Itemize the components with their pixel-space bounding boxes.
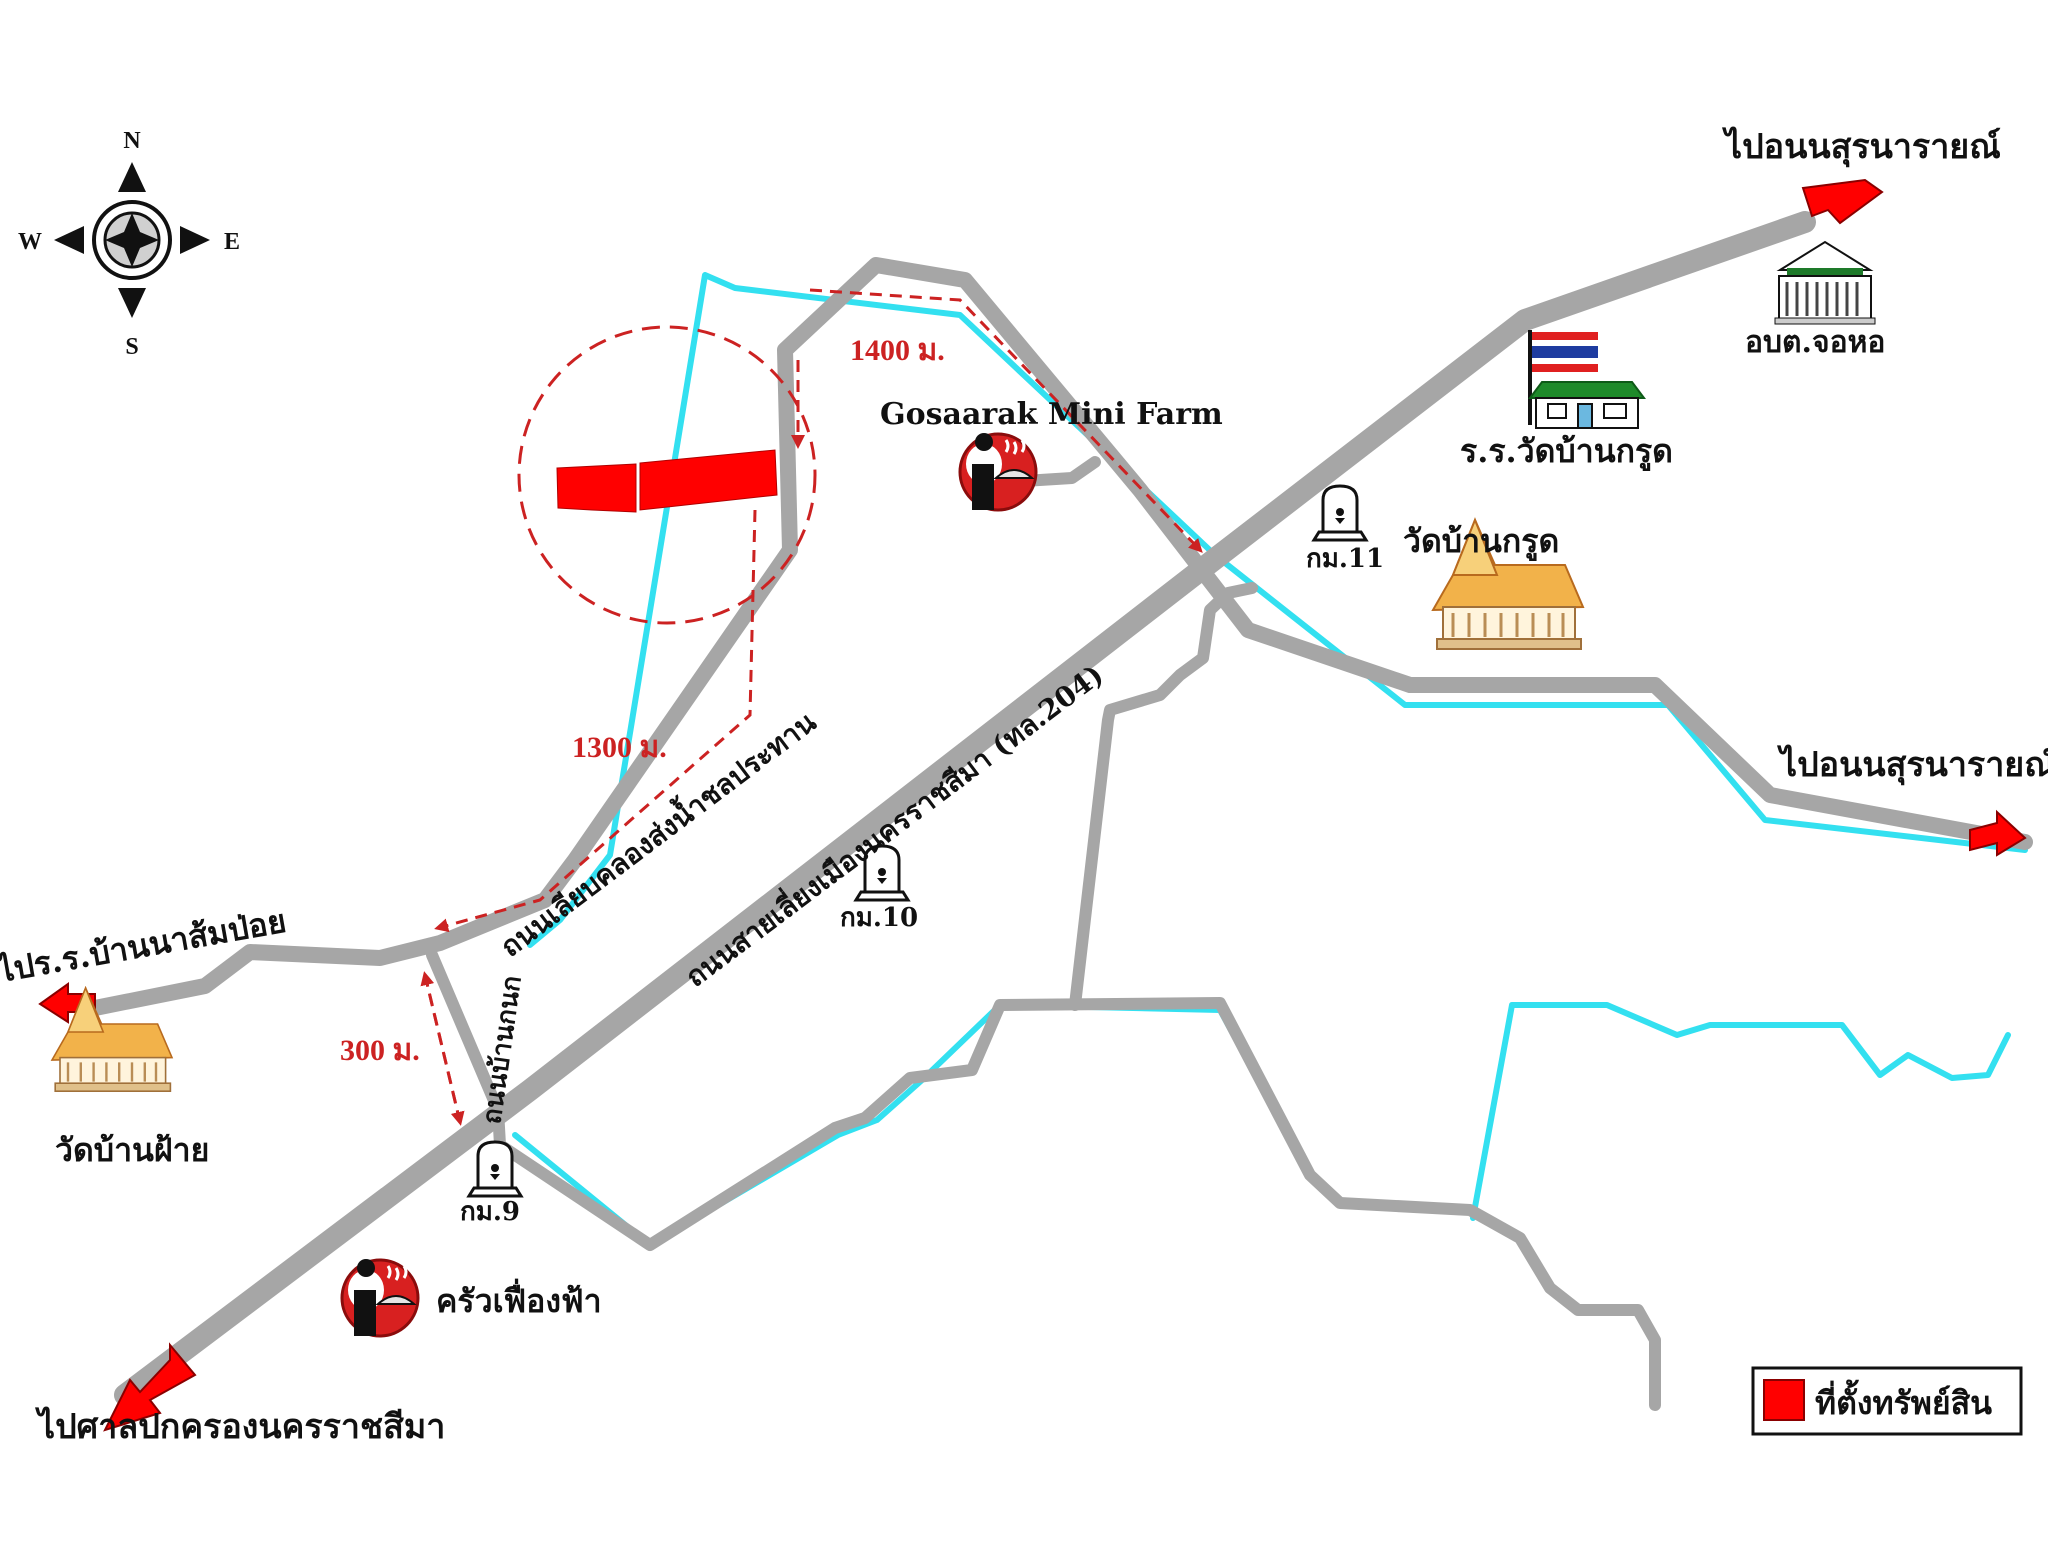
label-wat-fai: วัดบ้านฝ้าย xyxy=(55,1131,209,1169)
label-to-govt-center: ไปศาลปกครองนครราชสีมา xyxy=(35,1406,445,1447)
property-parcel-icon xyxy=(639,449,778,511)
restaurant-icon xyxy=(958,431,1038,512)
label-tambon-office: อบต.จอหอ xyxy=(1745,325,1885,360)
road-network xyxy=(87,211,2033,1411)
label-km9: กม.9 xyxy=(460,1197,520,1227)
label-to-school-somphoi: ไปร.ร.บ้านนาส้มป่อย xyxy=(0,902,289,991)
label-distance-1400: 1400 ม. xyxy=(850,334,945,367)
legend-swatch xyxy=(1763,1379,1805,1421)
red-arrow-icon xyxy=(1801,178,1884,225)
label-farm: Gosaarak Mini Farm xyxy=(880,397,1223,432)
distance-arrows xyxy=(420,288,1203,1126)
restaurant-icon xyxy=(340,1257,420,1338)
red-arrow-icon xyxy=(103,1342,197,1432)
km-marker-icon xyxy=(1312,484,1368,542)
red-arrow-icon xyxy=(1969,809,2027,857)
label-wat-krood: วัดบ้านกรูด xyxy=(1403,522,1559,562)
legend: ที่ตั้งทรัพย์สิน xyxy=(1751,1366,2023,1436)
compass-west: W xyxy=(18,229,42,255)
property-dashed-circle xyxy=(517,325,817,625)
compass-east: E xyxy=(224,229,240,255)
government-building-icon xyxy=(1774,240,1876,325)
label-to-sung-noen-top: ไปอนนสุรนารายณ์ xyxy=(1722,126,2001,168)
compass-rose-icon: N S E W xyxy=(18,128,240,360)
school-icon xyxy=(1528,330,1646,429)
compass-south: S xyxy=(125,334,138,360)
label-to-sung-noen-right: ไปอนนสุรนารายณ์ xyxy=(1777,744,2048,786)
label-km11: กม.11 xyxy=(1306,544,1384,574)
label-distance-1300: 1300 ม. xyxy=(572,731,667,764)
label-distance-300: 300 ม. xyxy=(340,1034,420,1067)
property-parcel-icon xyxy=(556,463,637,513)
property-site xyxy=(517,325,817,625)
compass-north: N xyxy=(123,128,141,154)
label-km10: กม.10 xyxy=(840,903,918,933)
legend-label: ที่ตั้งทรัพย์สิน xyxy=(1815,1379,1992,1422)
label-kitchen: ครัวเฟื่องฟ้า xyxy=(436,1278,602,1320)
label-ring-road: ถนนสายเลี่ยงเมืองนครราชสีมา (ทล.204) xyxy=(677,655,1110,994)
label-school-krood: ร.ร.วัดบ้านกรูด xyxy=(1460,432,1673,472)
